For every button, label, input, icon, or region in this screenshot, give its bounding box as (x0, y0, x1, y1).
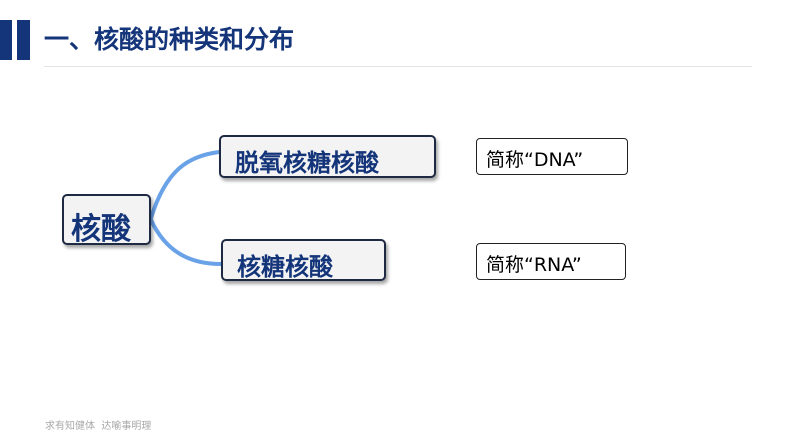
title-divider (44, 66, 752, 67)
node-nucleic-acid-label: 核酸 (71, 212, 131, 247)
node-nucleic-acid: 核酸 (62, 194, 151, 247)
footer-slogan: 求有知健体 达喻事明理 (45, 421, 152, 432)
title-accent-bar-secondary (17, 20, 30, 60)
node-rna-label: 核糖核酸 (237, 253, 333, 281)
node-dna: 脱氧核糖核酸 (219, 135, 436, 178)
note-dna-text: 简称“DNA” (486, 149, 584, 171)
note-dna-abbreviation: 简称“DNA” (476, 138, 628, 175)
note-rna-text: 简称“RNA” (486, 254, 582, 276)
node-rna: 核糖核酸 (221, 239, 386, 281)
slide-title: 一、核酸的种类和分布 (44, 25, 295, 54)
connector-line-rna (149, 218, 223, 266)
connector-line-dna (149, 150, 221, 220)
note-rna-abbreviation: 简称“RNA” (476, 243, 626, 280)
title-accent-bar (0, 20, 12, 60)
node-dna-label: 脱氧核糖核酸 (235, 149, 379, 177)
